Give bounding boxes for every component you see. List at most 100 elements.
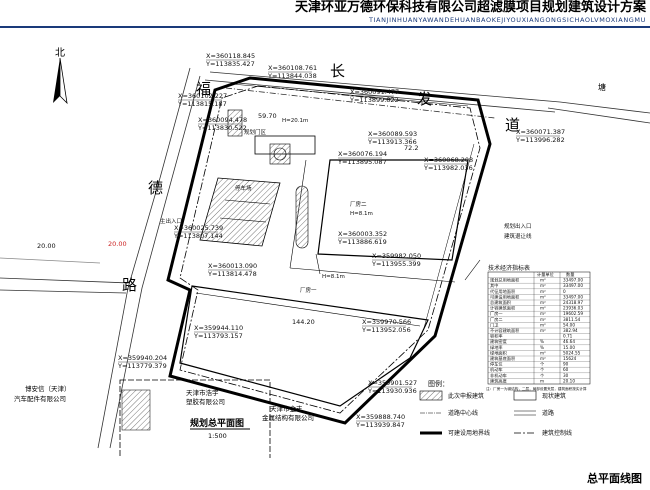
label-east-gate: 规划出入口 — [504, 222, 532, 230]
label-gate: 规划门区 — [244, 128, 267, 136]
coord-10-y: Y=113886.619 — [337, 238, 387, 246]
tech-row-17-unit: 个 — [540, 373, 545, 378]
tech-table-header-qty: 数量 — [566, 271, 574, 278]
green-strips — [231, 83, 475, 329]
north-arrow-half-open — [59, 57, 68, 105]
coord-8-y: Y=113982.036 — [423, 164, 473, 172]
tech-row-8-unit: m² — [540, 322, 546, 327]
factory-building-1 — [179, 285, 429, 407]
tech-row-3-unit: m² — [540, 294, 546, 299]
tech-row-17-value: 30 — [563, 373, 569, 378]
tech-row-1-unit: m² — [540, 283, 546, 288]
tech-row-5-name: 计容建筑面积 — [490, 305, 515, 312]
road-changfa-2: 发 — [417, 90, 432, 108]
tech-row-6-unit: m² — [540, 311, 546, 316]
label-parking: 停车场 — [235, 184, 252, 192]
legend: 图例： 此次申报建筑 现状建筑 道路中心线 道路 可建设用地界线 建筑控制线 — [419, 379, 572, 437]
coord-6-x: X=360089.593 — [368, 130, 417, 138]
tech-row-14-value: 15624 — [563, 356, 577, 361]
tech-row-14-unit: m² — [540, 356, 546, 361]
tech-row-0-name: 规划总用地面积 — [490, 277, 519, 284]
coord-11-y: Y=113955.399 — [371, 260, 421, 268]
label-h1b: H=8.1m — [322, 274, 345, 280]
coord-11-x: X=359982.050 — [372, 252, 421, 260]
coord-3-x: X=360071.387 — [516, 128, 565, 136]
legend-declared: 此次申报建筑 — [448, 392, 484, 400]
tech-row-0-value: 33497.00 — [563, 278, 583, 283]
coord-14-x: X=359970.566 — [362, 318, 411, 326]
neighbor-jinfeng-1: 天津市金丰 — [270, 404, 303, 413]
coord-4-x: X=360102.227 — [178, 92, 227, 100]
tech-row-6-value: 19602.59 — [563, 311, 583, 316]
dimension-labels: 20.00 144.20 72.2 20.00 59.70 — [37, 112, 418, 326]
site-boundary — [166, 76, 492, 425]
label-entrance: 主出入口 — [160, 217, 182, 225]
coord-9-y: Y=113807.144 — [173, 232, 223, 240]
plan-scale: 1:500 — [208, 432, 227, 440]
coord-9-x: X=360025.739 — [174, 224, 223, 232]
drawing-title: 天津环亚万德环保科技有限公司超滤膜项目规划建筑设计方案 — [294, 0, 646, 15]
tech-row-12-value: 15.00 — [563, 345, 575, 350]
legend-swatch-existing — [513, 390, 537, 401]
tech-row-18-value: 20.10 — [563, 378, 575, 383]
tech-row-17-name: 非机动车 — [490, 372, 507, 379]
coord-7-x: X=360076.194 — [338, 150, 387, 158]
dim-5: 59.70 — [258, 112, 277, 120]
legend-existing: 现状建筑 — [542, 392, 566, 400]
coord-10-x: X=360003.352 — [338, 230, 387, 238]
tech-row-1-value: 33497.00 — [563, 283, 583, 288]
header: 天津环亚万德环保科技有限公司超滤膜项目规划建筑设计方案 TIANJINHUANY… — [295, 0, 646, 24]
legend-boundary: 可建设用地界线 — [448, 429, 490, 437]
sheet-caption: 总平面线图 — [587, 472, 642, 485]
tech-row-11-name: 建筑密度 — [490, 338, 508, 345]
tech-row-4-value: 24318.97 — [563, 300, 583, 305]
tech-row-7-name: 厂房二 — [490, 316, 503, 323]
north-arrow-half-filled — [53, 58, 60, 103]
plan-title-block: 规划总平面图 1:500 — [190, 417, 250, 440]
coord-4-y: Y=113815.187 — [177, 100, 227, 108]
tech-row-3-name: 可建设用地面积 — [490, 293, 519, 300]
gate-area — [254, 135, 316, 165]
tech-row-14-name: 建筑基底面积 — [490, 355, 515, 362]
dim-3: 72.2 — [404, 144, 418, 152]
neighbor-boanxin-2: 汽车配件有限公司 — [14, 394, 66, 403]
neighbor-jinfeng-2: 金属结构有限公司 — [262, 413, 314, 422]
tech-row-5-unit: m² — [540, 306, 546, 311]
tech-row-11-value: 46.64 — [563, 339, 575, 344]
tech-row-13-value: 5024.55 — [563, 350, 581, 355]
coord-14-y: Y=113952.056 — [361, 326, 411, 334]
tech-row-12-unit: % — [540, 345, 544, 350]
tech-row-3-value: 33497.00 — [563, 294, 583, 299]
label-bldg2: 厂房二 — [350, 200, 367, 208]
road-names: 长 发 道 福 德 路 塘 — [122, 62, 606, 294]
north-label: 北 — [55, 47, 65, 59]
tech-row-16-value: 60 — [563, 367, 569, 372]
coord-13-y: Y=113793.157 — [193, 332, 243, 340]
tech-row-16-unit: 个 — [540, 367, 545, 372]
tech-row-9-value: 382.94 — [563, 328, 578, 333]
label-h1: H=8.1m — [350, 211, 373, 217]
tech-row-4-name: 总建筑面积 — [490, 299, 511, 306]
tech-row-18-unit: m — [540, 378, 544, 383]
drawing-subtitle: TIANJINHUANYAWANDEHUANBAOKEJIYOUXIANGONG… — [368, 16, 646, 24]
coord-15-y: Y=113779.379 — [117, 362, 167, 370]
plan-title: 规划总平面图 — [190, 417, 244, 429]
coord-17-y: Y=113939.847 — [355, 421, 405, 429]
coord-17-x: X=359888.740 — [356, 413, 405, 421]
road-fude-2: 德 — [148, 179, 163, 197]
tech-row-11-unit: % — [540, 339, 544, 344]
legend-centerline: 道路中心线 — [448, 409, 478, 417]
label-h2: H=20.1m — [282, 118, 308, 124]
legend-title: 图例： — [428, 379, 449, 388]
header-rule — [0, 26, 650, 28]
tech-row-15-name: 停车位 — [490, 361, 503, 368]
legend-control: 建筑控制线 — [542, 429, 572, 437]
tech-row-2-value: 0 — [563, 289, 566, 294]
parking-lot — [199, 109, 309, 249]
road-changfa-3: 道 — [505, 116, 520, 134]
tech-row-8-name: 门卫 — [490, 321, 498, 328]
tech-row-9-name: 不计容建筑面积 — [490, 327, 519, 334]
tech-row-18-name: 建筑高度 — [490, 377, 508, 384]
area-labels: 厂房二 H=8.1m 厂房一 H=20.1m 规划门区 停车场 主出入口 规划出… — [160, 118, 532, 294]
